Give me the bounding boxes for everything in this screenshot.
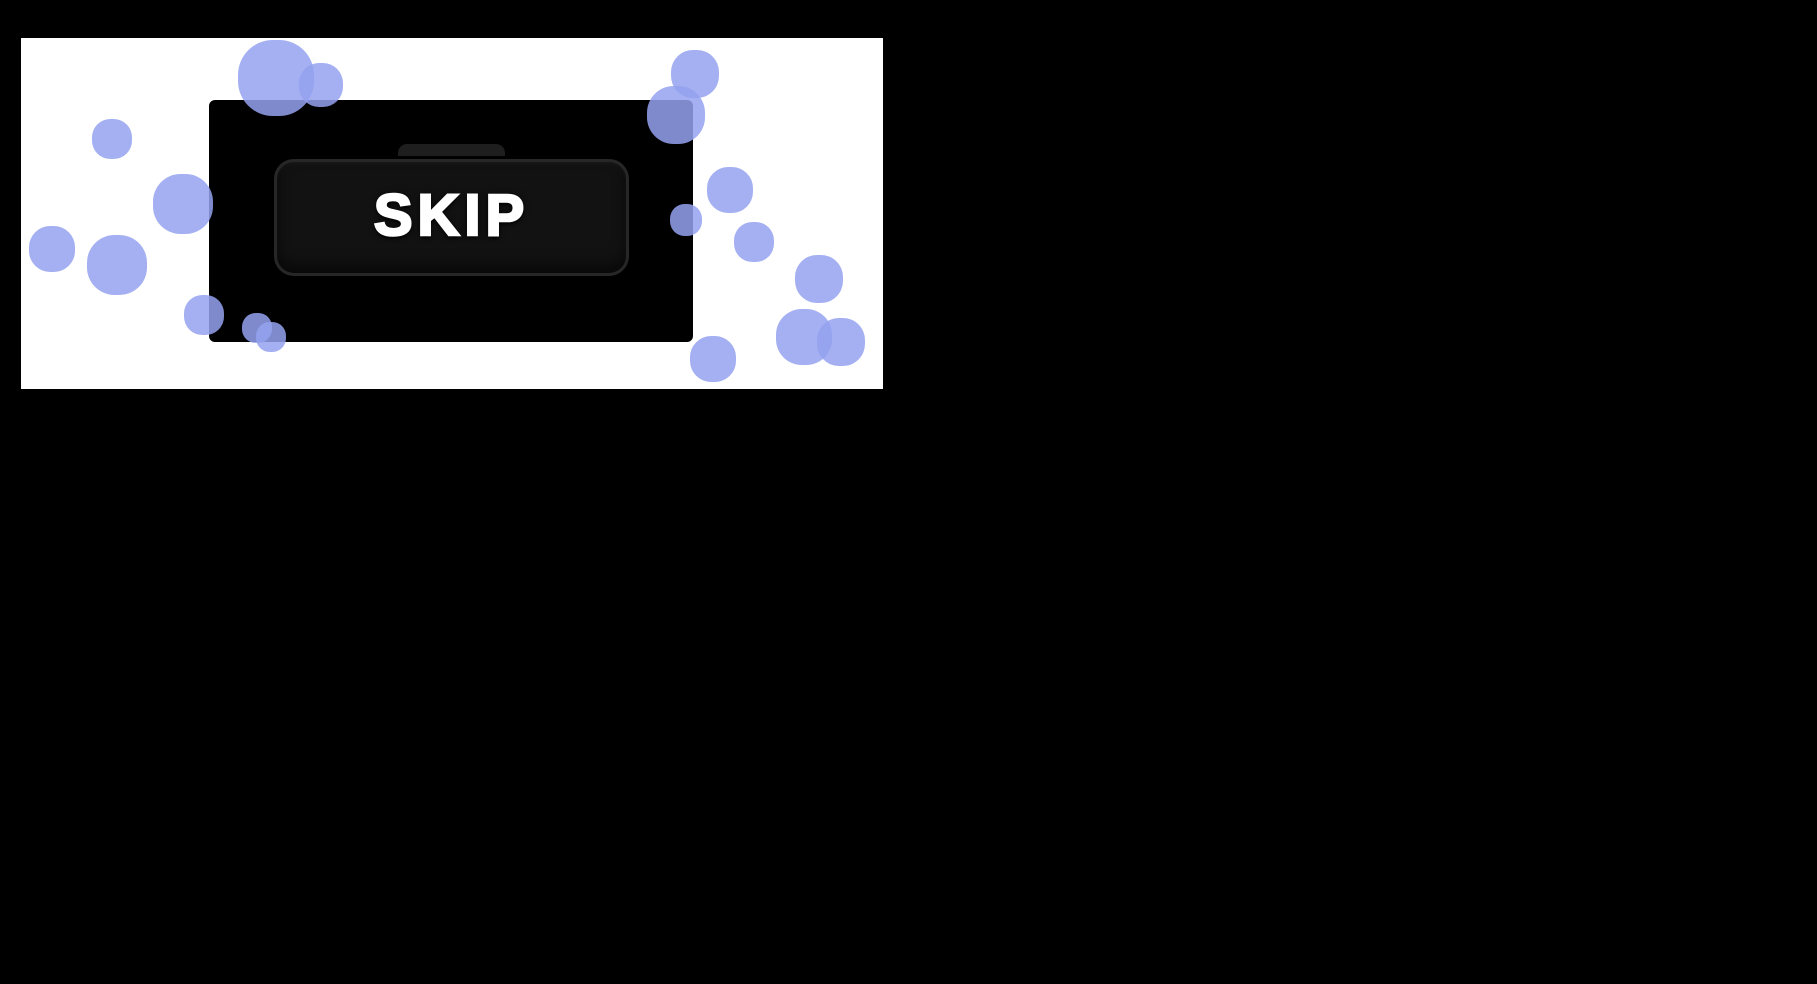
- paint-blob: [153, 174, 213, 234]
- skip-button-label: SKIP: [373, 182, 530, 250]
- paint-blob: [817, 318, 865, 366]
- paint-blob: [707, 167, 753, 213]
- paint-blob: [734, 222, 774, 262]
- paint-blob: [690, 336, 736, 382]
- content-panel: SKIP: [21, 38, 883, 389]
- paint-blob: [671, 50, 719, 98]
- paint-blob: [92, 119, 132, 159]
- skip-modal: SKIP: [209, 100, 693, 342]
- paint-blob: [29, 226, 75, 272]
- paint-blob: [776, 309, 832, 365]
- paint-blob: [795, 255, 843, 303]
- paint-blob: [87, 235, 147, 295]
- skip-button[interactable]: SKIP: [274, 159, 629, 276]
